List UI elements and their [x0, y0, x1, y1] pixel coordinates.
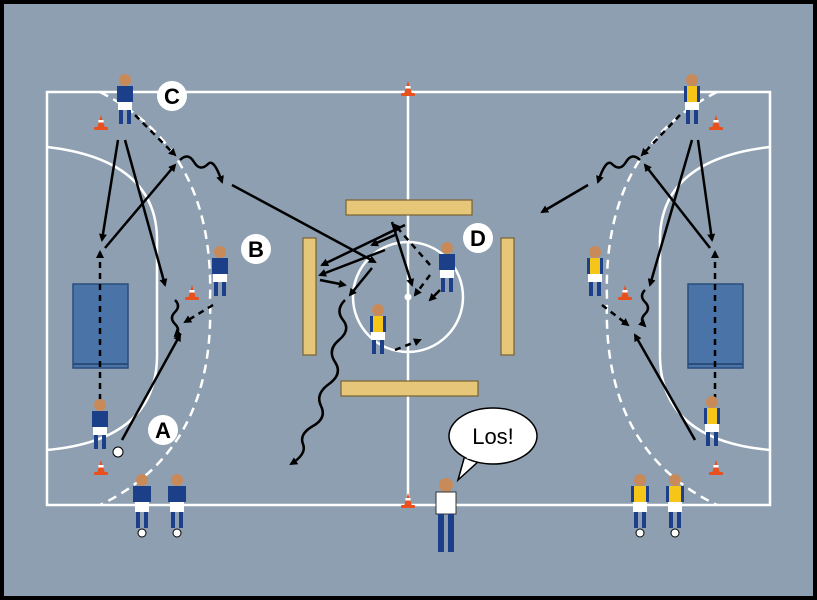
- court-lines: [45, 90, 772, 507]
- player-blue: [439, 242, 455, 292]
- movement-arrows: [96, 114, 719, 466]
- player-blue: [212, 246, 228, 296]
- label-c-text: C: [164, 84, 180, 109]
- coach-call-text: Los!: [472, 424, 514, 449]
- player-yellow-vest: [370, 304, 386, 354]
- label-b-text: B: [248, 237, 264, 262]
- player-yellow-vest: [666, 474, 684, 538]
- player-blue: [168, 474, 186, 538]
- player-yellow-vest: [587, 246, 603, 296]
- player-yellow-vest: [684, 74, 700, 124]
- label-d: D: [463, 223, 493, 253]
- benches: [302, 199, 515, 397]
- player-yellow-vest: [704, 396, 720, 446]
- label-c: C: [157, 81, 187, 111]
- label-a: A: [148, 415, 178, 445]
- player-blue-with-ball: [92, 399, 124, 458]
- player-yellow-vest: [631, 474, 649, 538]
- coach: [435, 478, 457, 552]
- label-a-text: A: [155, 418, 171, 443]
- label-b: B: [241, 234, 271, 264]
- label-d-text: D: [470, 226, 486, 251]
- player-blue: [133, 474, 151, 538]
- player-blue: [117, 74, 133, 124]
- speech-bubble: Los!: [448, 407, 538, 483]
- players: [92, 74, 720, 552]
